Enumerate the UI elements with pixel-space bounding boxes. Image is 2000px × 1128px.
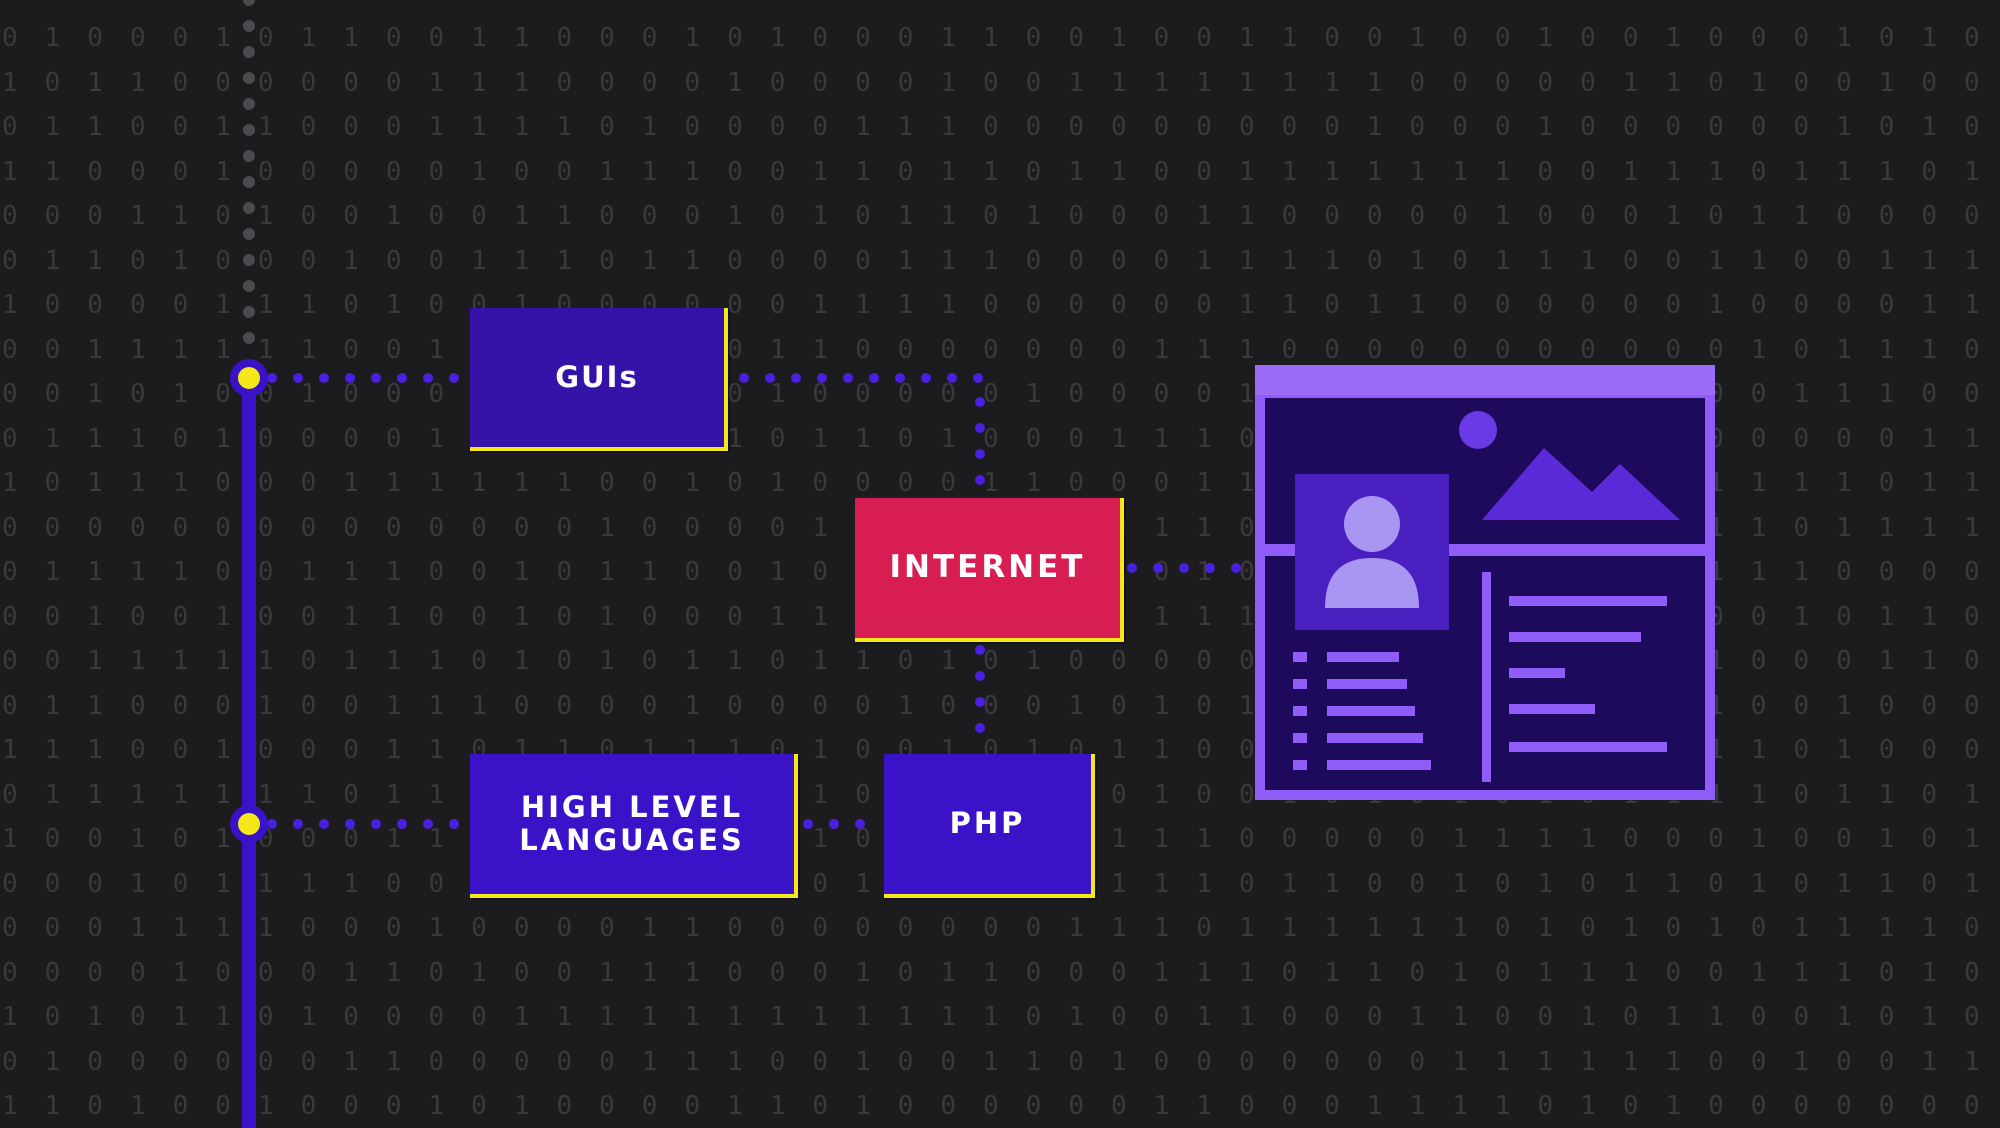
binary-digit-row: 1000011101001000000111100000011011000000… [2,290,2000,320]
binary-digit-row: 0100010110011000101000110010011001001001… [2,23,2000,53]
internet-label: INTERNET [889,549,1086,586]
circle-marker-icon [230,805,268,843]
high-level-languages-label-line1: HIGH LEVEL [520,789,744,824]
binary-digit-row: 1010110100001111111111110100110001100101… [2,1002,2000,1032]
php-label: PHP [949,806,1026,841]
guis-label: GUIs [555,359,639,394]
binary-digit-row: 1100010000010011100110110110011111110011… [2,157,2000,187]
binary-digit-row: 1011000000111000010000100111111110000011… [2,68,2000,98]
binary-digit-row: 0110100010011101100001110000111101011100… [2,246,2000,276]
binary-digit-row: 0000100011010011100010110001110110101110… [2,958,2000,988]
web-page-profile-icon [1255,365,1715,800]
php-node: PHP [884,754,1095,898]
high-level-languages-node: HIGH LEVEL LANGUAGES [470,754,798,898]
binary-digit-row: 0110011000111101000011100000000010001000… [2,112,2000,142]
user-avatar-icon [1295,474,1449,630]
internet-node: INTERNET [855,498,1124,642]
high-level-languages-label-line2: LANGUAGES [519,823,745,857]
dotted-connectors [267,373,1255,829]
binary-digit-row: 0100000011000001110010011010000000111111… [2,1047,2000,1077]
binary-digit-row: 0001101001001100010101101000110000010001… [2,201,2000,231]
binary-digit-row: 0001111000100001100000000111011111101010… [2,913,2000,943]
binary-digit-row: 1101001000101000011010000001100011110101… [2,1091,2000,1121]
connector-guis-internet [739,373,985,499]
binary-digit-row: 0011111100101001101100000001110000000000… [2,335,2000,365]
guis-node: GUIs [470,308,728,451]
circle-marker-icon [230,359,268,397]
landscape-image-icon [1482,448,1680,520]
